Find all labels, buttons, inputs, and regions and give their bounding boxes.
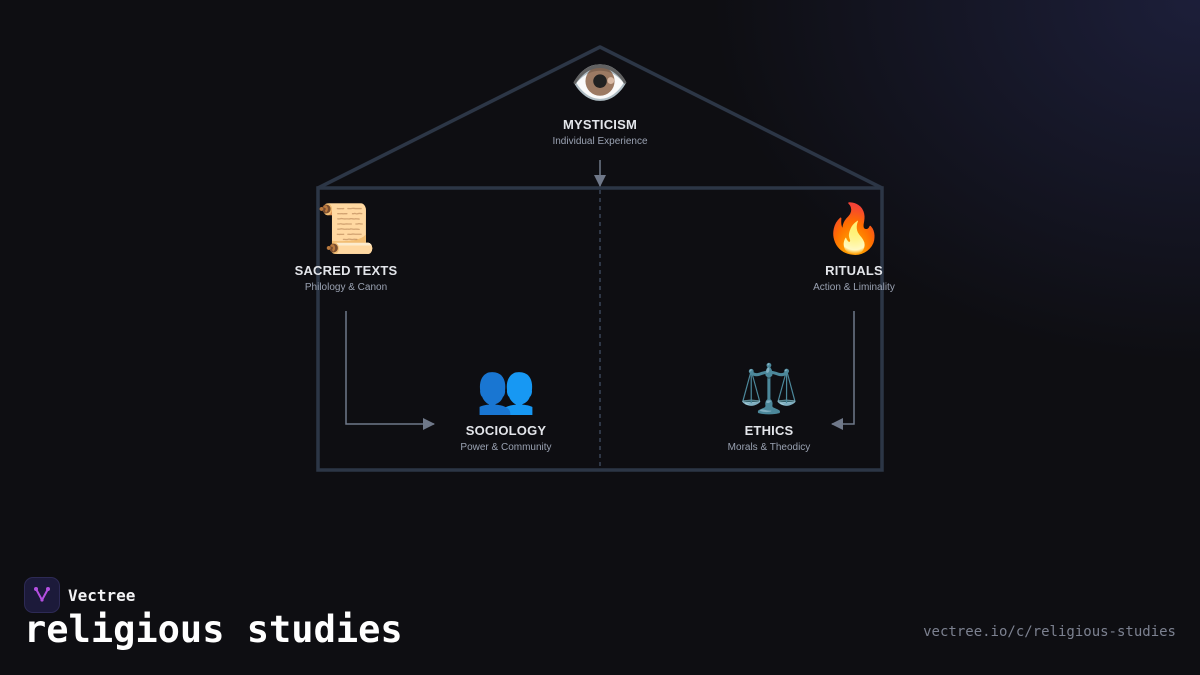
node-subtitle: Morals & Theodicy bbox=[727, 442, 811, 453]
node-title: SOCIOLOGY bbox=[465, 423, 547, 438]
node-subtitle: Action & Liminality bbox=[813, 282, 895, 293]
node-title: MYSTICISM bbox=[562, 117, 638, 132]
scroll-icon: 📜 bbox=[316, 201, 376, 257]
node-subtitle: Philology & Canon bbox=[304, 282, 388, 293]
node-rituals: 🔥 RITUALS Action & Liminality bbox=[744, 201, 964, 293]
brand-name: Vectree bbox=[68, 585, 136, 605]
node-title: RITUALS bbox=[825, 263, 883, 278]
connector-sacred-texts-to-sociology bbox=[345, 311, 435, 430]
vectree-logo-icon bbox=[24, 577, 60, 613]
eye-icon: 👁️ bbox=[570, 55, 630, 111]
page-title: religious studies bbox=[24, 608, 403, 651]
scales-icon: ⚖️ bbox=[739, 361, 799, 417]
page-url-link[interactable]: vectree.io/c/religious-studies bbox=[923, 624, 1176, 640]
node-sociology: 👥 SOCIOLOGY Power & Community bbox=[396, 361, 616, 453]
node-ethics: ⚖️ ETHICS Morals & Theodicy bbox=[659, 361, 879, 453]
node-title: SACRED TEXTS bbox=[294, 263, 398, 278]
connector-rituals-to-ethics bbox=[831, 311, 855, 430]
node-subtitle: Individual Experience bbox=[552, 136, 648, 147]
node-subtitle: Power & Community bbox=[460, 442, 552, 453]
house-body bbox=[316, 186, 884, 472]
node-sacred-texts: 📜 SACRED TEXTS Philology & Canon bbox=[236, 201, 456, 293]
brand[interactable]: Vectree bbox=[24, 577, 135, 613]
fire-icon: 🔥 bbox=[824, 201, 884, 257]
house-roof bbox=[317, 45, 883, 190]
node-title: ETHICS bbox=[744, 423, 794, 438]
node-mysticism: 👁️ MYSTICISM Individual Experience bbox=[490, 55, 710, 147]
people-icon: 👥 bbox=[476, 361, 536, 417]
